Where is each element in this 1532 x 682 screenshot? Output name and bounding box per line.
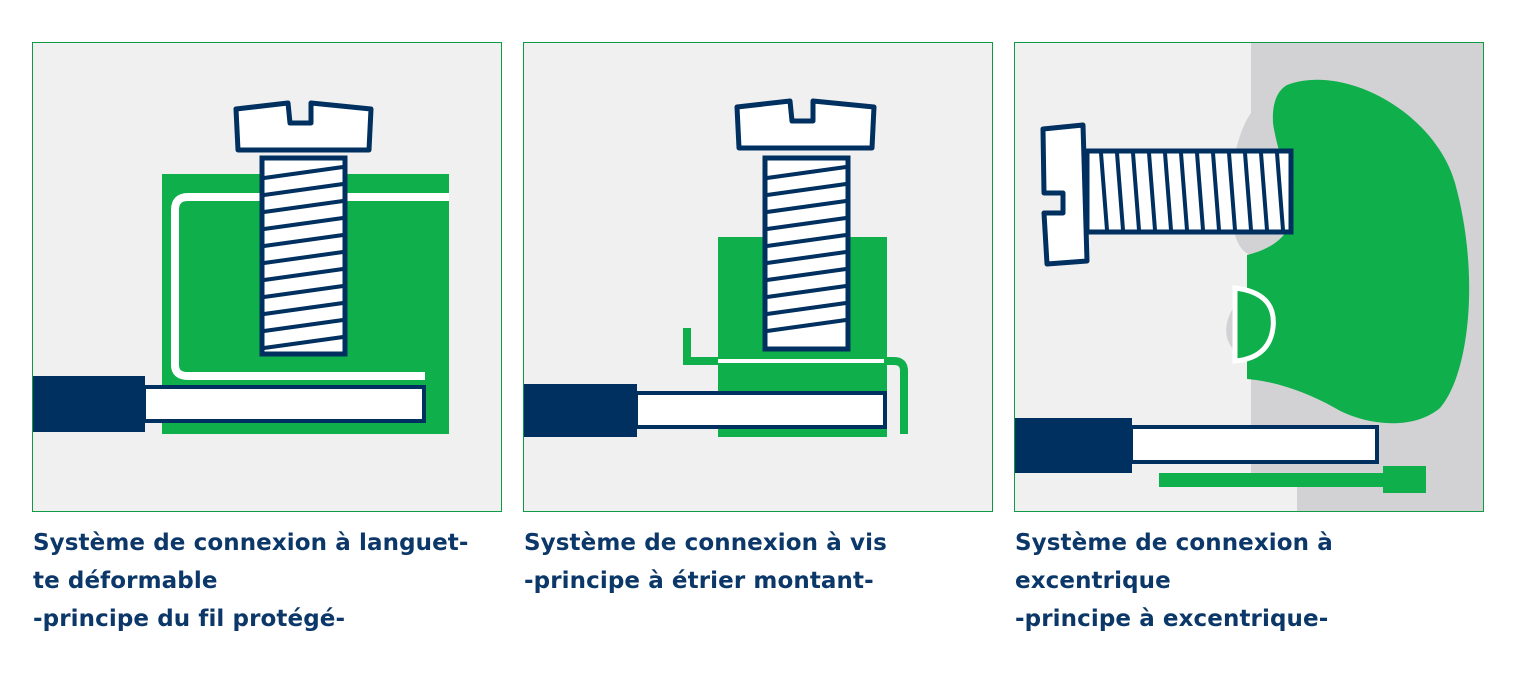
white-notch <box>1232 285 1276 364</box>
deformable-tongue <box>171 193 449 380</box>
diagram-panel-eccentric <box>1014 42 1484 512</box>
tongue-connection-illustration <box>33 100 449 434</box>
caption-line: excentrique <box>1015 568 1171 594</box>
wire-insulation <box>33 376 145 432</box>
caption-eccentric: Système de connexion à excentrique -prin… <box>1015 524 1505 638</box>
eccentric-connection-illustration <box>1015 43 1483 511</box>
rising-clamp-outline <box>683 328 908 434</box>
caption-line: Système de connexion à vis <box>524 530 887 556</box>
horizontal-screw <box>1040 122 1294 267</box>
wire-conductor <box>142 385 426 423</box>
wire-insulation <box>524 384 637 437</box>
screw <box>233 100 374 357</box>
caption-tongue: Système de connexion à languet- te défor… <box>33 524 523 638</box>
clamp-connection-illustration <box>524 98 908 437</box>
wire-insulation <box>1015 418 1132 473</box>
diagram-panel-tongue <box>32 42 502 512</box>
diagram-panel-clamp <box>523 42 993 512</box>
caption-line: Système de connexion à <box>1015 530 1333 556</box>
caption-line: -principe du fil protégé- <box>33 606 346 632</box>
caption-line: -principe à excentrique- <box>1015 606 1329 632</box>
screw <box>734 98 877 352</box>
caption-line: Système de connexion à languet- <box>33 530 469 556</box>
green-contact-bar <box>1159 466 1426 493</box>
wire-conductor <box>1129 425 1379 464</box>
green-eccentric-cam <box>1247 79 1470 424</box>
caption-line: te déformable <box>33 568 218 594</box>
caption-line: -principe à étrier montant- <box>524 568 874 594</box>
wire-conductor <box>634 391 887 429</box>
caption-clamp: Système de connexion à vis -principe à é… <box>524 524 1014 600</box>
